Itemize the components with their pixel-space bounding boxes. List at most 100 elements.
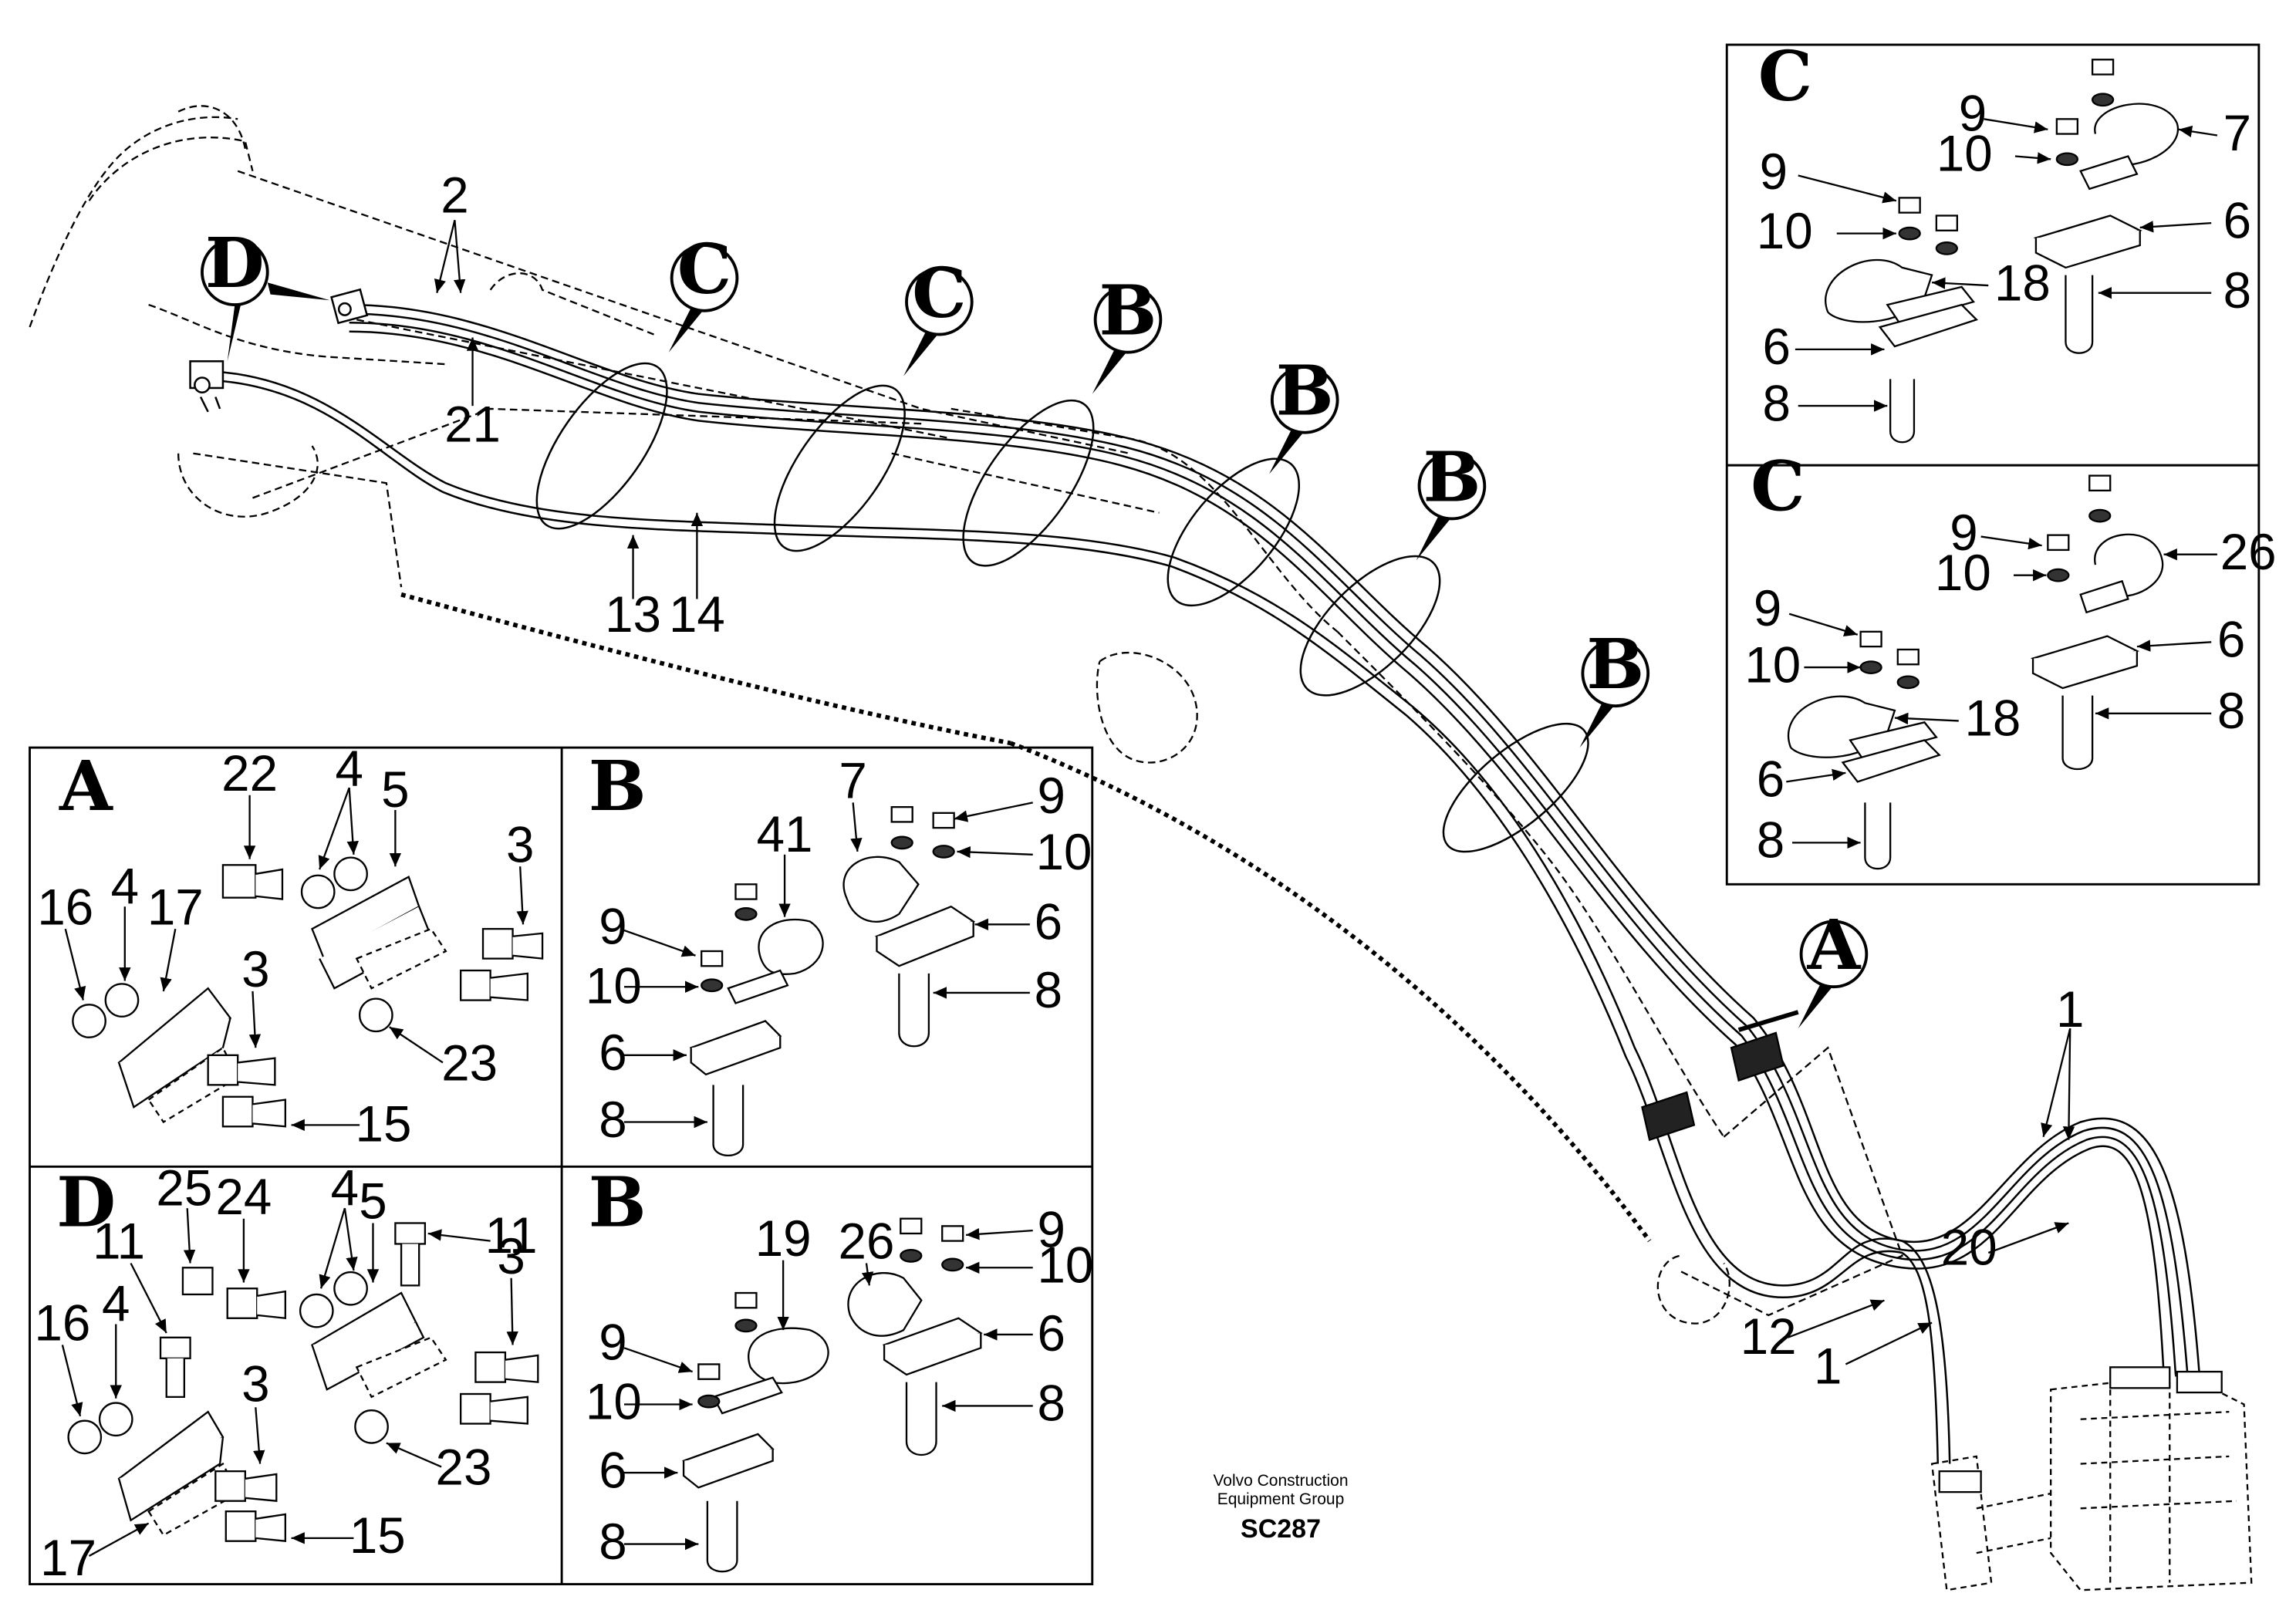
clamp-ellipse-c1 bbox=[535, 362, 668, 530]
label-n6b-b_bottom: 6 bbox=[599, 1442, 626, 1498]
label-n9b-c_bottom: 9 bbox=[1754, 580, 1781, 636]
label-21: 21 bbox=[444, 396, 501, 452]
company-line-1: Volvo Construction bbox=[1213, 1472, 1349, 1490]
label-n26-c_bottom: 26 bbox=[2220, 524, 2277, 580]
label-n3a-a: 3 bbox=[506, 816, 534, 872]
label-n3b-d: 3 bbox=[241, 1356, 269, 1412]
label-n16-a: 16 bbox=[37, 879, 93, 935]
callout-b2: B bbox=[1268, 351, 1339, 474]
callout-d: D bbox=[201, 223, 330, 362]
label-b4-b4: B bbox=[1586, 624, 1644, 704]
label-n3a-d: 3 bbox=[497, 1228, 525, 1284]
panel-c-bottom: C bbox=[1744, 446, 2277, 870]
label-n8a-b_bottom: 8 bbox=[1037, 1375, 1065, 1432]
label-n5-d: 5 bbox=[359, 1173, 387, 1230]
panel-c-top: C bbox=[1757, 35, 2251, 444]
label-n41-b_top: 41 bbox=[757, 806, 813, 862]
label-n6a-b_top: 6 bbox=[1035, 894, 1062, 950]
label-13: 13 bbox=[605, 586, 661, 643]
label-n8b-b_top: 8 bbox=[599, 1092, 626, 1148]
label-20: 20 bbox=[1941, 1219, 1997, 1275]
label-n10a-b_bottom: 10 bbox=[1037, 1237, 1093, 1294]
label-b3-b3: B bbox=[1423, 437, 1481, 517]
label-n6a-c_top: 6 bbox=[2223, 192, 2251, 248]
label-d-d: D bbox=[205, 223, 265, 303]
label-n3b-a: 3 bbox=[241, 941, 269, 997]
callout-b1: B bbox=[1092, 271, 1163, 394]
label-n9a-b_bottom: 9 bbox=[1037, 1201, 1065, 1257]
label-n25-d: 25 bbox=[156, 1159, 212, 1216]
label-n8a-c_top: 8 bbox=[2223, 262, 2251, 319]
label-c2-c2: C bbox=[912, 252, 967, 332]
valve-fittings bbox=[1938, 1366, 2223, 1493]
label-n6a-c_bottom: 6 bbox=[2217, 612, 2245, 668]
label-n5-a: 5 bbox=[381, 761, 409, 818]
a-clamp-plate-2 bbox=[1641, 1091, 1696, 1142]
panel-b-bottom: B bbox=[586, 1162, 1093, 1573]
clamp-ellipse-c2 bbox=[773, 384, 906, 552]
clamp-ellipse-b4 bbox=[1442, 722, 1589, 853]
label-n10b-b_top: 10 bbox=[586, 957, 642, 1014]
label-n10a-b_top: 10 bbox=[1036, 824, 1092, 880]
label-n22-a: 22 bbox=[221, 745, 278, 802]
clamp-ellipses bbox=[535, 362, 1589, 853]
label-n8b-c_top: 8 bbox=[1762, 375, 1790, 431]
label-n9a-b_top: 9 bbox=[1037, 768, 1065, 824]
label-n19-b_bottom: 19 bbox=[755, 1210, 812, 1267]
label-n26-b_bottom: 26 bbox=[839, 1213, 895, 1270]
label-letter-d: D bbox=[56, 1162, 116, 1242]
label-n8a-c_bottom: 8 bbox=[2217, 683, 2245, 739]
company-line-2: Equipment Group bbox=[1217, 1490, 1345, 1508]
label-n9a-c_top: 9 bbox=[1959, 86, 1987, 142]
clamp-ellipse-b3 bbox=[1299, 555, 1441, 697]
label-n23-a: 23 bbox=[441, 1035, 498, 1092]
label-n11a-d: 11 bbox=[485, 1207, 538, 1264]
label-n10b-b_bottom: 10 bbox=[586, 1374, 642, 1430]
callout-c2: C bbox=[903, 252, 974, 376]
label-n10a-c_top: 10 bbox=[1936, 126, 1993, 182]
label-1-bottom: 1 bbox=[1814, 1338, 1842, 1395]
label-n7-c_top: 7 bbox=[2223, 105, 2251, 161]
label-n4a-a: 4 bbox=[335, 741, 363, 797]
label-letter-a: A bbox=[59, 746, 113, 826]
control-valve-block bbox=[1930, 1373, 2253, 1591]
label-n8b-c_bottom: 8 bbox=[1757, 812, 1784, 869]
panel-d: D bbox=[34, 1159, 539, 1586]
label-n23-d: 23 bbox=[436, 1439, 492, 1496]
label-n16-d: 16 bbox=[34, 1295, 90, 1352]
label-letter-b_top: B bbox=[589, 746, 647, 826]
label-b2-b2: B bbox=[1276, 351, 1334, 431]
label-n17-d: 17 bbox=[40, 1530, 96, 1586]
label-n4a-d: 4 bbox=[331, 1159, 359, 1216]
label-n24-d: 24 bbox=[215, 1169, 272, 1225]
label-b1-b1: B bbox=[1099, 271, 1157, 351]
a-clamp-plate-1 bbox=[1730, 1010, 1799, 1082]
diagram-footer: Volvo Construction Equipment Group SC287 bbox=[1157, 1472, 1404, 1544]
label-n18-c_top: 18 bbox=[1994, 255, 2051, 311]
hose-bundle-upper bbox=[349, 303, 2201, 1375]
label-n18-c_bottom: 18 bbox=[1964, 690, 2021, 747]
label-n17-a: 17 bbox=[147, 879, 204, 935]
label-n4b-a: 4 bbox=[111, 858, 139, 914]
label-n9b-b_top: 9 bbox=[599, 898, 626, 954]
label-a-a: A bbox=[1807, 905, 1862, 985]
label-n6b-c_bottom: 6 bbox=[1757, 751, 1784, 808]
callout-c1: C bbox=[668, 229, 739, 353]
label-n8a-b_top: 8 bbox=[1035, 962, 1062, 1018]
inset-frames bbox=[29, 43, 2261, 1586]
label-n8b-b_bottom: 8 bbox=[599, 1514, 626, 1570]
label-n10a-c_bottom: 10 bbox=[1935, 545, 1991, 601]
d-connector-upper bbox=[330, 288, 369, 325]
label-14: 14 bbox=[669, 586, 725, 643]
clamp-ellipse-b1 bbox=[962, 399, 1095, 567]
d-connector-lower bbox=[189, 360, 225, 413]
label-n4b-d: 4 bbox=[102, 1276, 130, 1332]
label-letter-b_bottom: B bbox=[589, 1162, 647, 1242]
main-leaders bbox=[434, 220, 2075, 1365]
label-n10b-c_bottom: 10 bbox=[1744, 636, 1801, 693]
label-n15-a: 15 bbox=[356, 1096, 412, 1153]
label-c1-c1: C bbox=[677, 229, 732, 309]
label-12: 12 bbox=[1741, 1308, 1797, 1365]
